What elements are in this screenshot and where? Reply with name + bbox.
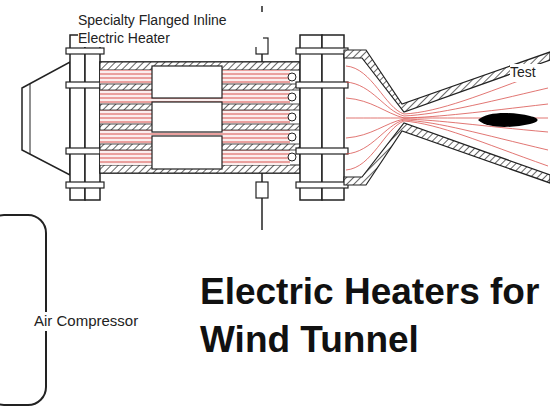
part-label: Test — [510, 64, 548, 82]
compressor-label: Air Compressor — [34, 312, 174, 331]
inlet-flange — [66, 35, 104, 200]
test-model — [478, 113, 538, 127]
nozzle-test-section — [344, 50, 550, 185]
compressor-outline — [0, 215, 46, 405]
heater-body — [100, 62, 300, 173]
test-section-label: Test — [510, 64, 548, 82]
part-label: Specialty Flanged Inline Electric Heater — [78, 12, 263, 47]
inlet-cone — [22, 62, 70, 175]
heater-label: Specialty Flanged Inline Electric Heater — [78, 12, 263, 47]
outlet-flange — [296, 35, 348, 200]
part-label: Air Compressor — [34, 312, 174, 331]
title-heading: Electric Heaters for Wind Tunnel — [200, 268, 544, 364]
